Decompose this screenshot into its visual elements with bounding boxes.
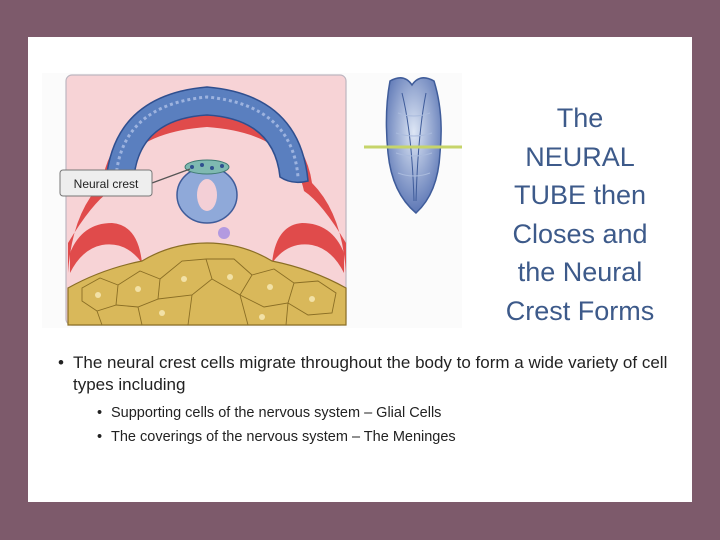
title-line: Crest Forms bbox=[505, 295, 655, 326]
sub-bullet-marker: • bbox=[97, 405, 103, 421]
bullet-marker: • bbox=[58, 353, 64, 372]
bullet-item: • The neural crest cells migrate througho… bbox=[58, 352, 678, 449]
sub-bullet-text: Supporting cells of the nervous system –… bbox=[111, 405, 442, 421]
right-mesoderm bbox=[272, 223, 344, 273]
title-line: TUBE then bbox=[513, 180, 647, 210]
title-line: The bbox=[556, 103, 604, 133]
slide: Neural crest The NEURAL TUBE then Closes… bbox=[28, 37, 692, 502]
sub-bullet-list: • Supporting cells of the nervous system … bbox=[97, 401, 678, 449]
neural-canal bbox=[197, 179, 217, 211]
callout-box bbox=[59, 169, 153, 197]
neural-tube-illustration: Neural crest bbox=[42, 73, 462, 328]
title-line: Closes and bbox=[512, 218, 648, 249]
slide-title: The NEURAL TUBE then Closes and the Neur… bbox=[480, 99, 680, 330]
embryo-dorsal-view bbox=[385, 77, 442, 214]
title-line: the Neural bbox=[517, 257, 643, 287]
title-line: NEURAL bbox=[525, 141, 635, 172]
bullet-list: • The neural crest cells migrate througho… bbox=[58, 352, 678, 449]
notochord bbox=[218, 227, 230, 239]
callout-leader-line bbox=[151, 168, 191, 184]
neural-crest-cells bbox=[184, 159, 230, 175]
left-mesoderm bbox=[70, 223, 142, 273]
sub-bullet-marker: • bbox=[97, 429, 103, 445]
sub-bullet-item: • The coverings of the nervous system – T… bbox=[97, 425, 678, 449]
sub-bullet-text: The coverings of the nervous system – Th… bbox=[111, 429, 456, 445]
callout-label: Neural crest bbox=[74, 177, 139, 191]
sub-bullet-item: • Supporting cells of the nervous system … bbox=[97, 401, 678, 425]
bullet-text: The neural crest cells migrate throughou… bbox=[73, 353, 668, 394]
